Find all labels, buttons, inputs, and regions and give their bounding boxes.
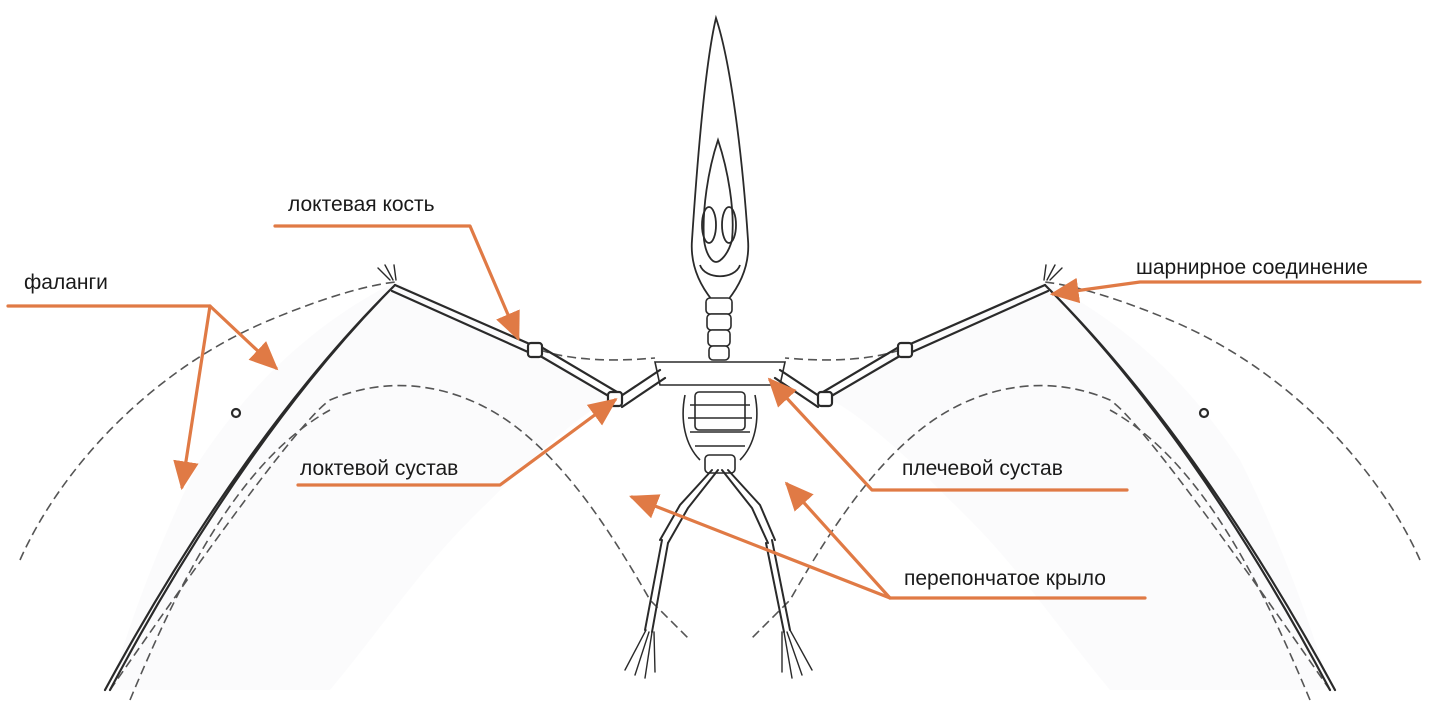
pointer-phalanges-lower <box>173 304 212 491</box>
membrane-outline-right-top <box>784 349 901 361</box>
skull <box>690 14 750 301</box>
label-ulna: локтевая кость <box>288 193 435 216</box>
neck-vertebrae <box>705 297 733 361</box>
right-metacarpal <box>906 283 1050 354</box>
pointer-ulna <box>273 224 520 341</box>
membrane-outline-left-trailing <box>129 409 331 701</box>
pointer-phalanges-upper <box>6 304 279 371</box>
left-tibia <box>644 539 669 633</box>
right-foot <box>781 629 813 679</box>
right-femur <box>721 469 776 544</box>
membrane-outline-left-inner <box>109 384 691 691</box>
label-membrane-wing: перепончатое крыло <box>904 567 1106 590</box>
left-ulna-bone <box>528 342 619 400</box>
left-foot <box>624 629 656 679</box>
right-small-fingers <box>1043 264 1063 281</box>
label-shoulder-joint: плечевой сустав <box>902 457 1063 480</box>
membrane-outline-right-outer <box>1044 281 1421 561</box>
right-tibia <box>765 539 791 633</box>
left-wing-finger <box>103 283 397 692</box>
left-wing-bones <box>103 264 667 692</box>
pointer-shoulder-joint <box>767 377 1129 492</box>
right-wing-bones <box>773 264 1337 692</box>
pointer-hinge-joint <box>1049 277 1422 304</box>
pointer-membrane-right <box>784 481 892 600</box>
membrane-outline-left-outer <box>19 281 396 561</box>
membrane-outline-right-trailing <box>1109 409 1311 701</box>
label-hinge-joint: шарнирное соединение <box>1136 256 1368 279</box>
left-small-fingers <box>377 264 397 281</box>
wing-membrane-right <box>828 282 1330 690</box>
right-ulna-bone <box>821 342 912 400</box>
left-femur <box>659 469 719 544</box>
legs <box>624 469 813 679</box>
right-wing-finger <box>1043 283 1337 692</box>
pointer-elbow-joint <box>296 398 618 487</box>
label-elbow-joint: локтевой сустав <box>300 457 459 480</box>
membrane-outline-left-top <box>539 349 656 361</box>
ribcage <box>654 361 786 474</box>
label-phalanges: фаланги <box>24 271 108 294</box>
membrane-outline-right-inner <box>749 384 1331 691</box>
